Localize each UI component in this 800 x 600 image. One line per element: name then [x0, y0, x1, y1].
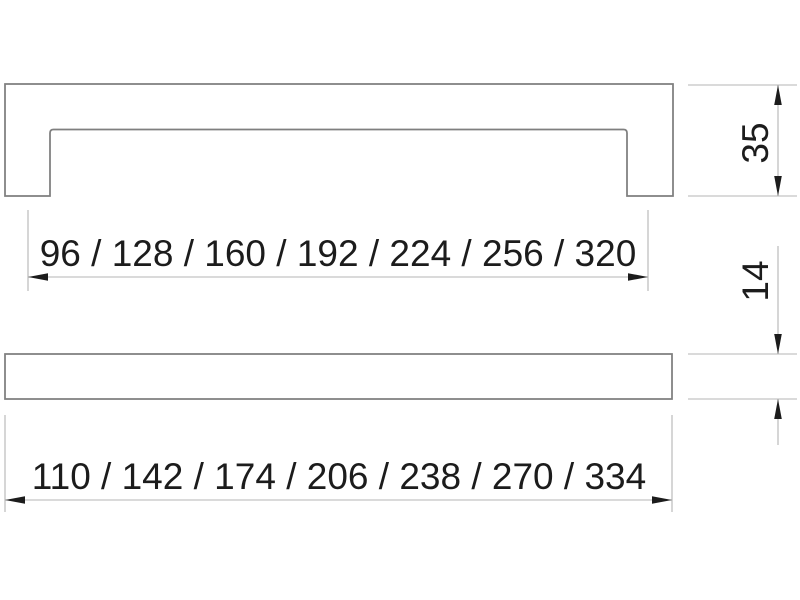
arrowhead-left: [28, 273, 48, 281]
dimension-height: 35: [688, 84, 797, 197]
arrowhead-right: [652, 496, 672, 504]
dimension-bar-thickness: 14: [688, 246, 797, 445]
arrowhead-right: [628, 273, 648, 281]
dimension-overall-length: 110 / 142 / 174 / 206 / 238 / 270 / 334: [4, 415, 673, 512]
dimension-hole-spacing: 96 / 128 / 160 / 192 / 224 / 256 / 320: [27, 210, 649, 291]
handle-front-view-outline: [4, 83, 674, 197]
arrowhead-up: [774, 85, 782, 105]
arrowhead-left: [5, 496, 25, 504]
arrowhead-down: [774, 334, 782, 354]
bar-thickness-label: 14: [735, 260, 776, 301]
arrowhead-down: [774, 176, 782, 196]
hole-spacing-label: 96 / 128 / 160 / 192 / 224 / 256 / 320: [40, 233, 637, 274]
height-label: 35: [735, 122, 776, 163]
handle-top-view-bar: [4, 353, 673, 400]
overall-length-label: 110 / 142 / 174 / 206 / 238 / 270 / 334: [32, 456, 646, 497]
arrowhead-up: [774, 399, 782, 419]
